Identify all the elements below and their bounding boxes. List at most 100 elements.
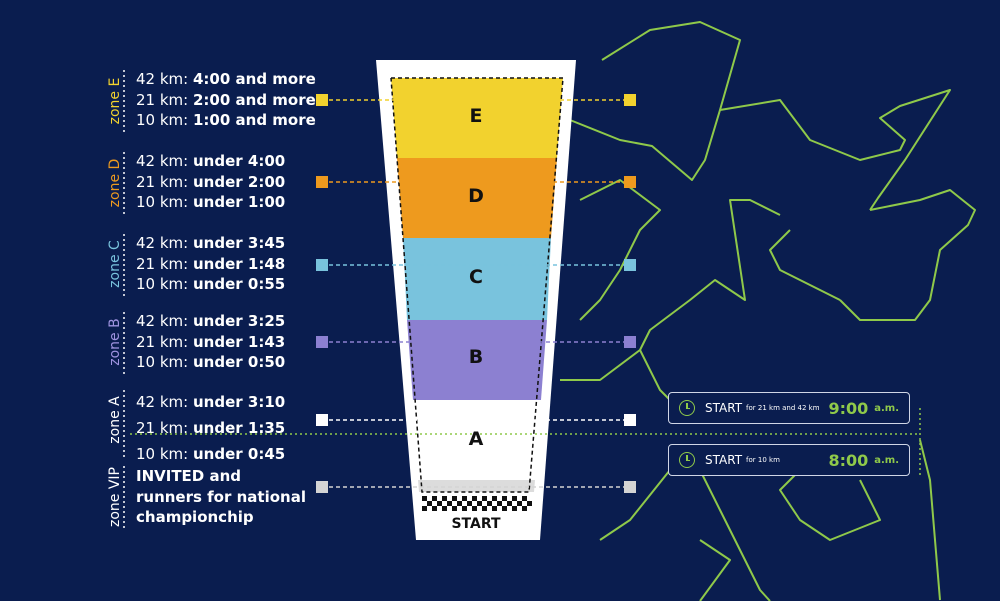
start-word: START (705, 453, 743, 467)
zone-label-C: zone C (107, 240, 123, 288)
checker-square (527, 501, 532, 506)
clock-icon (679, 452, 695, 468)
time-value: 4:00 and more (193, 70, 316, 88)
km-label: 42 km: (136, 393, 189, 411)
zone-connectors (322, 99, 630, 488)
checker-square (432, 496, 437, 501)
km-label: 10 km: (136, 275, 189, 293)
time-value: 2:00 and more (193, 90, 316, 109)
funnel-start-label: START (451, 516, 501, 532)
checker-square (497, 501, 502, 506)
zone-times-D: 42 km: under 4:00 21 km: under 2:00 10 k… (136, 151, 285, 213)
zone-label-D: zone D (107, 158, 123, 208)
funnel-letter-C: C (469, 266, 483, 288)
checker-square (462, 496, 467, 501)
clock-icon (679, 400, 695, 416)
checker-square (477, 501, 482, 506)
vip-line: championchip (136, 508, 254, 526)
checker-square (422, 506, 427, 511)
vip-line: INVITED and (136, 467, 242, 485)
checker-square (512, 496, 517, 501)
checker-square (492, 506, 497, 511)
start-distance: for 10 km (746, 456, 780, 464)
zone-band-E (391, 78, 563, 158)
km-label: 21 km: (136, 332, 189, 351)
funnel-inner-dashed (390, 77, 564, 493)
checker-square (422, 496, 427, 501)
time-value: under 0:45 (193, 445, 286, 463)
start-time-connector (130, 408, 921, 478)
checker-square (457, 501, 462, 506)
runner-silhouette-icon (559, 21, 976, 601)
time-value: under 1:35 (193, 419, 286, 437)
zone-label-A: zone A (107, 396, 123, 444)
km-label: 10 km: (136, 193, 189, 211)
time-value: under 2:00 (193, 172, 286, 191)
checker-square (447, 501, 452, 506)
checker-square (522, 496, 527, 501)
start-time: 9:00 (828, 398, 869, 418)
checker-square (442, 506, 447, 511)
km-label: 10 km: (136, 353, 189, 371)
km-label: 42 km: (136, 152, 189, 170)
km-label: 42 km: (136, 312, 189, 330)
checker-square (452, 496, 457, 501)
time-value: 1:00 and more (193, 111, 316, 129)
start-time-box-21-42: START for 21 km and 42 km 9:00 a.m. (668, 392, 910, 424)
km-label: 21 km: (136, 90, 189, 109)
km-label: 21 km: (136, 172, 189, 191)
start-time-box-10: START for 10 km 8:00 a.m. (668, 444, 910, 476)
time-value: under 1:00 (193, 193, 286, 211)
checkered-start-line (422, 496, 532, 511)
km-label: 10 km: (136, 111, 189, 129)
zone-label-E: zone E (107, 77, 123, 125)
zone-markers (316, 94, 636, 493)
checker-square (462, 506, 467, 511)
checker-square (522, 506, 527, 511)
time-value: under 0:50 (193, 353, 286, 371)
start-time: 8:00 (828, 450, 869, 470)
checker-square (442, 496, 447, 501)
checker-square (482, 496, 487, 501)
km-label: 21 km: (136, 419, 189, 437)
km-label: 21 km: (136, 254, 189, 273)
time-value: under 3:25 (193, 312, 286, 330)
time-value: under 4:00 (193, 152, 286, 170)
zone-band-C (403, 238, 551, 320)
checker-square (492, 496, 497, 501)
checker-square (437, 501, 442, 506)
zone-band-D (397, 158, 557, 238)
zone-times-A: 42 km: under 3:10 21 km: under 1:35 10 k… (136, 389, 285, 467)
start-ampm: a.m. (874, 402, 899, 414)
km-label: 42 km: (136, 70, 189, 88)
zone-label-B: zone B (107, 318, 123, 366)
zone-label-vip: zone VIP (107, 467, 123, 527)
zone-vip-description: INVITED and runners for national champio… (136, 466, 306, 528)
km-label: 10 km: (136, 445, 189, 463)
funnel-letter-B: B (468, 346, 484, 368)
checker-square (507, 501, 512, 506)
checker-square (432, 506, 437, 511)
km-label: 42 km: (136, 234, 189, 252)
zone-band-vip (418, 480, 535, 492)
checker-square (517, 501, 522, 506)
time-value: under 3:45 (193, 234, 286, 252)
checker-square (472, 506, 477, 511)
zone-times-E: 42 km: 4:00 and more 21 km: 2:00 and mor… (136, 69, 316, 131)
checker-square (452, 506, 457, 511)
zone-times-B: 42 km: under 3:25 21 km: under 1:43 10 k… (136, 311, 285, 373)
start-distance: for 21 km and 42 km (746, 404, 820, 412)
checker-square (482, 506, 487, 511)
time-value: under 1:48 (193, 254, 286, 273)
start-ampm: a.m. (874, 454, 899, 466)
zone-times-C: 42 km: under 3:45 21 km: under 1:48 10 k… (136, 233, 285, 295)
checker-square (472, 496, 477, 501)
zone-band-B (407, 320, 547, 400)
checker-square (502, 506, 507, 511)
checker-square (467, 501, 472, 506)
checker-square (427, 501, 432, 506)
funnel-letter-E: E (469, 105, 483, 127)
funnel-letter-D: D (468, 185, 484, 207)
